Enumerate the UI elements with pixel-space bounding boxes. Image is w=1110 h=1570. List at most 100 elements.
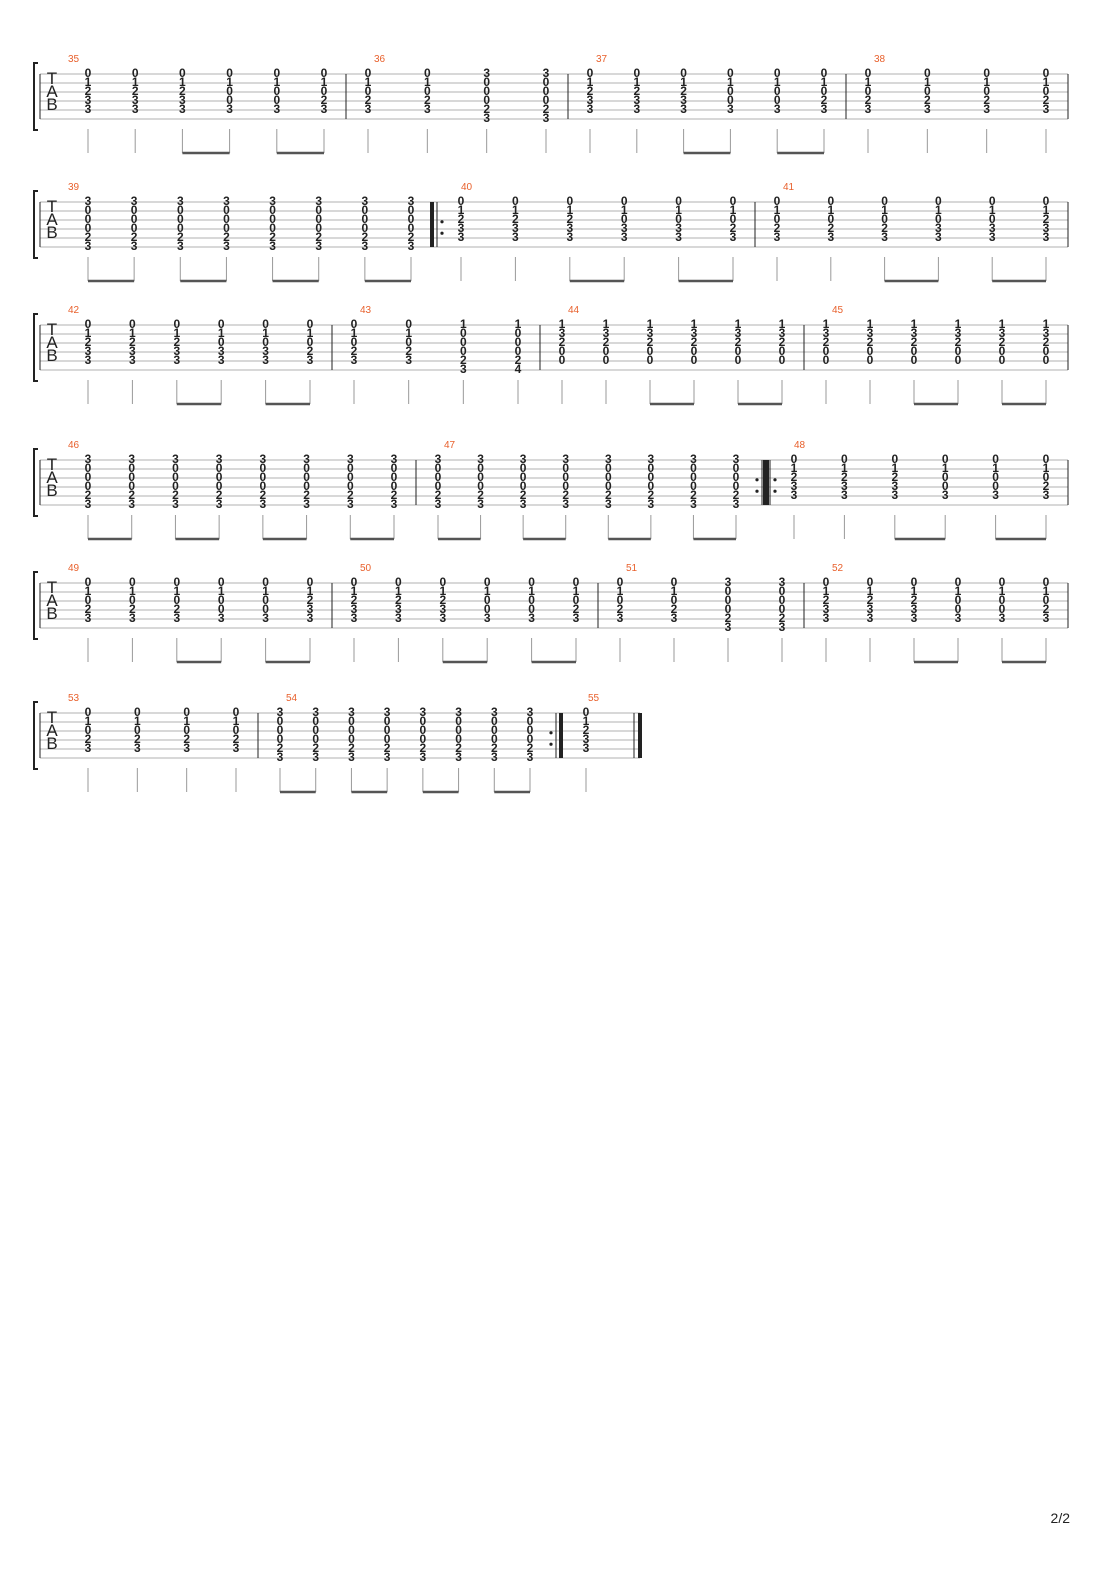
fret-number: 0 xyxy=(307,575,314,589)
repeat-start-thick-bar xyxy=(430,202,434,247)
fret-number: 2 xyxy=(735,335,742,349)
fret-number: 0 xyxy=(999,593,1006,607)
fret-number: 0 xyxy=(617,593,624,607)
fret-number: 1 xyxy=(351,326,358,340)
fret-number: 0 xyxy=(528,602,535,616)
fret-number: 3 xyxy=(779,326,786,340)
fret-number: 3 xyxy=(691,326,698,340)
fret-number: 0 xyxy=(85,723,92,737)
fret-number: 3 xyxy=(455,705,462,719)
fret-number: 3 xyxy=(85,93,92,107)
fret-number: 0 xyxy=(85,461,92,475)
fret-number: 0 xyxy=(223,221,230,235)
fret-number: 0 xyxy=(303,470,310,484)
fret-number: 3 xyxy=(867,326,874,340)
fret-number: 0 xyxy=(128,479,135,493)
fret-number: 0 xyxy=(881,212,888,226)
fret-number: 0 xyxy=(183,705,190,719)
fret-number: 0 xyxy=(179,66,186,80)
fret-number: 1 xyxy=(999,584,1006,598)
fret-number: 0 xyxy=(223,203,230,217)
repeat-dot xyxy=(549,742,553,746)
fret-number: 0 xyxy=(477,470,484,484)
fret-number: 0 xyxy=(527,714,534,728)
fret-number: 3 xyxy=(881,230,888,244)
fret-number: 3 xyxy=(218,611,225,625)
fret-number: 0 xyxy=(307,317,314,331)
fret-number: 0 xyxy=(989,194,996,208)
fret-number: 1 xyxy=(129,584,136,598)
fret-number: 0 xyxy=(955,602,962,616)
fret-number: 0 xyxy=(85,317,92,331)
fret-number: 0 xyxy=(273,93,280,107)
fret-number: 3 xyxy=(823,602,830,616)
fret-number: 0 xyxy=(460,326,467,340)
fret-number: 0 xyxy=(583,705,590,719)
fret-number: 2 xyxy=(129,335,136,349)
fret-number: 0 xyxy=(527,732,534,746)
fret-number: 0 xyxy=(512,194,519,208)
fret-number: 0 xyxy=(566,194,573,208)
system-bracket xyxy=(33,62,38,131)
fret-number: 0 xyxy=(226,93,233,107)
fret-number: 3 xyxy=(841,488,848,502)
fret-number: 0 xyxy=(675,212,682,226)
fret-number: 0 xyxy=(424,66,431,80)
fret-number: 0 xyxy=(362,221,369,235)
fret-number: 2 xyxy=(515,353,522,367)
fret-number: 1 xyxy=(1043,461,1050,475)
fret-number: 2 xyxy=(779,611,786,625)
fret-number: 3 xyxy=(183,741,190,755)
fret-number: 2 xyxy=(527,741,534,755)
fret-number: 3 xyxy=(999,326,1006,340)
fret-number: 0 xyxy=(605,461,612,475)
fret-number: 3 xyxy=(391,497,398,511)
fret-number: 0 xyxy=(680,66,687,80)
fret-number: 3 xyxy=(999,611,1006,625)
fret-number: 3 xyxy=(1043,326,1050,340)
repeat-end-thick-bar xyxy=(559,713,563,758)
repeat-start-thick-bar xyxy=(763,460,767,505)
fret-number: 3 xyxy=(85,239,92,253)
tab-clef-letter: T xyxy=(47,578,57,597)
fret-number: 2 xyxy=(183,732,190,746)
repeat-dot xyxy=(755,478,759,482)
fret-number: 3 xyxy=(491,705,498,719)
fret-number: 3 xyxy=(543,66,550,80)
measure-number: 53 xyxy=(68,693,80,704)
fret-number: 1 xyxy=(273,75,280,89)
fret-number: 1 xyxy=(867,317,874,331)
fret-number: 2 xyxy=(603,335,610,349)
fret-number: 3 xyxy=(827,230,834,244)
tab-clef-letter: A xyxy=(46,333,58,352)
fret-number: 2 xyxy=(725,611,732,625)
fret-number: 3 xyxy=(131,194,138,208)
fret-number: 3 xyxy=(989,230,996,244)
fret-number: 0 xyxy=(365,66,372,80)
fret-number: 3 xyxy=(559,326,566,340)
fret-number: 0 xyxy=(260,461,267,475)
fret-number: 0 xyxy=(733,479,740,493)
fret-number: 1 xyxy=(730,203,737,217)
fret-number: 3 xyxy=(1043,488,1050,502)
fret-number: 2 xyxy=(1043,212,1050,226)
fret-number: 3 xyxy=(269,194,276,208)
fret-number: 1 xyxy=(774,203,781,217)
fret-number: 0 xyxy=(823,575,830,589)
fret-number: 0 xyxy=(587,66,594,80)
fret-number: 3 xyxy=(823,611,830,625)
fret-number: 2 xyxy=(312,741,319,755)
fret-number: 1 xyxy=(727,75,734,89)
fret-number: 0 xyxy=(277,714,284,728)
tab-system-1: TAB3501233012330123301003010030102336010… xyxy=(33,54,1069,155)
fret-number: 2 xyxy=(177,230,184,244)
fret-number: 3 xyxy=(621,230,628,244)
fret-number: 2 xyxy=(384,741,391,755)
fret-number: 3 xyxy=(129,344,136,358)
fret-number: 0 xyxy=(992,452,999,466)
fret-number: 1 xyxy=(405,326,412,340)
fret-number: 2 xyxy=(865,93,872,107)
fret-number: 0 xyxy=(484,575,491,589)
fret-number: 0 xyxy=(942,470,949,484)
fret-number: 3 xyxy=(774,230,781,244)
